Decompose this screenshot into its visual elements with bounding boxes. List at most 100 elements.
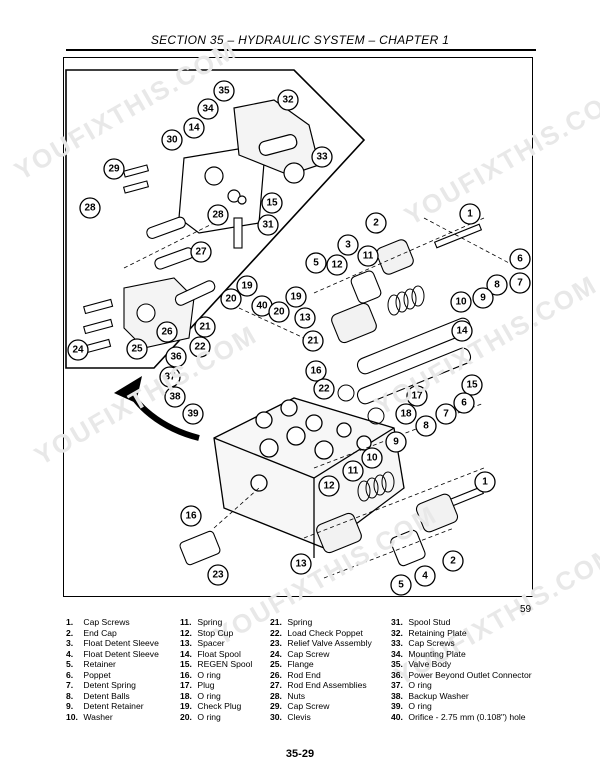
svg-text:18: 18 (400, 409, 412, 420)
svg-text:22: 22 (194, 342, 206, 353)
page-header: SECTION 35 – HYDRAULIC SYSTEM – CHAPTER … (150, 33, 450, 47)
legend-item: 12. Stop Cup (180, 627, 234, 638)
legend-item: 39. O ring (391, 701, 432, 711)
legend-item: 18. O ring (180, 690, 221, 701)
svg-text:13: 13 (299, 313, 311, 324)
legend-item: 29. Cap Screw (270, 701, 330, 711)
header-rule (66, 49, 536, 51)
diagram-svg: 35 32 34 14 30 33 29 15 28 28 31 27 26 2… (65, 69, 531, 596)
legend-item: 1. Cap Screws (66, 617, 130, 627)
svg-text:27: 27 (195, 247, 207, 258)
svg-text:40: 40 (256, 301, 268, 312)
svg-text:15: 15 (266, 198, 278, 209)
svg-text:1: 1 (467, 209, 473, 220)
callout-3: 3 (337, 234, 359, 256)
callout-30: 30 (161, 129, 183, 151)
legend-column-3: 21. Spring 22. Load Check Poppet 23. Rel… (270, 617, 372, 722)
svg-text:19: 19 (290, 292, 302, 303)
svg-text:30: 30 (166, 135, 178, 146)
callout-13b: 13 (290, 553, 312, 575)
legend-item: 8. Detent Balls (66, 690, 130, 701)
callout-2a: 2 (365, 212, 387, 234)
legend-item: 40. Orifice - 2.75 mm (0.108") hole (391, 711, 526, 722)
svg-text:20: 20 (273, 307, 285, 318)
legend-item: 9. Detent Retainer (66, 701, 144, 711)
spring-drawing (337, 285, 425, 502)
callout-19a: 19 (236, 275, 258, 297)
callout-4: 4 (414, 565, 436, 587)
legend-item: 37. O ring (391, 680, 432, 690)
callout-12a: 12 (326, 254, 348, 276)
callout-35: 35 (213, 80, 235, 102)
callout-26: 26 (156, 321, 178, 343)
callout-15: 15 (261, 192, 283, 214)
svg-text:10: 10 (455, 297, 467, 308)
callout-5a: 5 (305, 252, 327, 274)
legend-item: 3. Float Detent Sleeve (66, 638, 159, 648)
svg-text:3: 3 (345, 240, 351, 251)
svg-text:17: 17 (411, 391, 423, 402)
callout-13a: 13 (294, 307, 316, 329)
callout-21b: 21 (302, 330, 324, 352)
callout-2b: 2 (442, 550, 464, 572)
callout-7b: 7 (435, 403, 457, 425)
legend-column-4: 31. Spool Stud 32. Retaining Plate 33. C… (391, 617, 532, 722)
legend-item: 28. Nuts (270, 690, 306, 701)
callout-23: 23 (207, 564, 229, 586)
callout-group: 35 32 34 14 30 33 29 15 28 28 31 27 26 2… (67, 80, 531, 596)
legend-item: 15. REGEN Spool (180, 659, 253, 669)
legend-item: 30. Clevis (270, 711, 311, 722)
callout-16b: 16 (180, 505, 202, 527)
legend-item: 7. Detent Spring (66, 680, 136, 690)
svg-text:25: 25 (131, 344, 143, 355)
callout-16a: 16 (305, 360, 327, 382)
svg-text:22: 22 (318, 384, 330, 395)
callout-10a: 10 (450, 291, 472, 313)
callout-31: 31 (257, 214, 279, 236)
svg-text:39: 39 (187, 409, 199, 420)
callout-33: 33 (311, 146, 333, 168)
svg-text:5: 5 (398, 580, 404, 591)
svg-text:21: 21 (199, 322, 211, 333)
callout-25: 25 (126, 338, 148, 360)
legend-item: 20. O ring (180, 711, 221, 722)
callout-6a: 6 (509, 248, 531, 270)
callout-14b: 14 (451, 320, 473, 342)
callout-34: 34 (197, 98, 219, 120)
legend-item: 27. Rod End Assemblies (270, 680, 367, 690)
callout-21a: 21 (194, 316, 216, 338)
callout-29: 29 (103, 158, 125, 180)
callout-8b: 8 (415, 415, 437, 437)
arrow-head (114, 376, 142, 403)
callout-11b: 11 (342, 460, 364, 482)
svg-text:16: 16 (185, 511, 197, 522)
callout-9b: 9 (385, 431, 407, 453)
legend-item: 25. Flange (270, 659, 314, 669)
callout-17: 17 (406, 385, 428, 407)
legend-item: 38. Backup Washer (391, 690, 469, 701)
svg-text:20: 20 (225, 294, 237, 305)
svg-text:8: 8 (423, 421, 429, 432)
figure-number: 59 (520, 604, 532, 615)
legend-item: 13. Spacer (180, 638, 225, 648)
svg-text:34: 34 (202, 104, 214, 115)
callout-22b: 22 (313, 378, 335, 400)
callout-14: 14 (183, 117, 205, 139)
legend-item: 32. Retaining Plate (391, 627, 467, 638)
svg-text:33: 33 (316, 152, 328, 163)
svg-text:38: 38 (169, 392, 181, 403)
legend-item: 21. Spring (270, 617, 313, 627)
svg-text:11: 11 (363, 251, 374, 262)
svg-text:13: 13 (295, 559, 307, 570)
svg-text:35: 35 (218, 86, 230, 97)
callout-11a: 11 (357, 245, 379, 267)
callout-1b: 1 (474, 471, 496, 493)
callout-27: 27 (190, 241, 212, 263)
callout-28: 28 (79, 197, 101, 219)
svg-text:14: 14 (188, 123, 200, 134)
callout-15b: 15 (461, 374, 483, 396)
legend-item: 19. Check Plug (180, 701, 242, 711)
svg-text:9: 9 (393, 437, 399, 448)
spool-drawing (179, 223, 485, 567)
svg-text:28: 28 (84, 203, 96, 214)
